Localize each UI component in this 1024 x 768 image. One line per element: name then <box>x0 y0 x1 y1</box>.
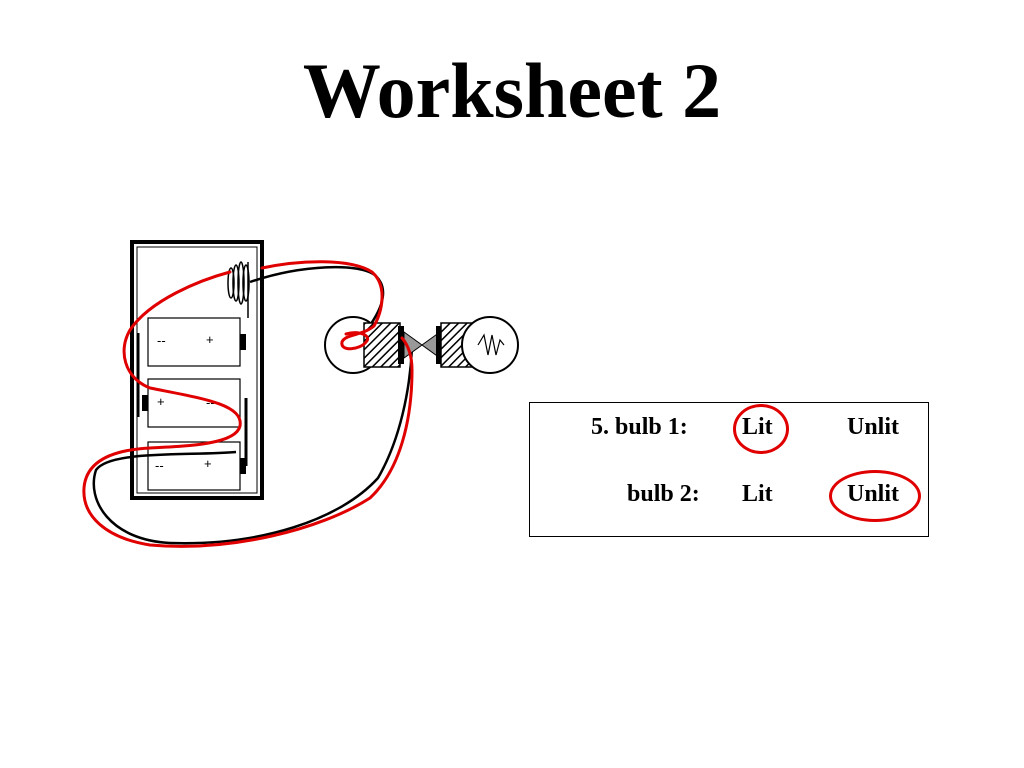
drawn-wires <box>82 260 414 548</box>
bulb-2 <box>421 316 519 374</box>
battery-1-right-terminal: + <box>206 332 214 347</box>
battery-3-left-terminal: -- <box>155 458 164 473</box>
battery-3: -- + <box>147 441 246 491</box>
bulb-1-label: 5. bulb 1: <box>591 414 688 440</box>
spring-contact <box>227 261 250 318</box>
bulb-2-answer-circle <box>829 470 921 522</box>
bulb-1-unlit-option[interactable]: Unlit <box>847 414 900 440</box>
battery-1: -- + <box>147 317 246 367</box>
page-title: Worksheet 2 <box>302 47 722 134</box>
bulb-1-answer-circle <box>733 404 789 454</box>
bulb-2-label: bulb 2: <box>627 481 700 507</box>
battery-connectors <box>136 333 248 466</box>
battery-1-left-terminal: -- <box>157 333 166 348</box>
bulb-2-lit-option[interactable]: Lit <box>742 481 773 507</box>
battery-2: + -- <box>142 378 241 428</box>
battery-3-right-terminal: + <box>204 456 212 471</box>
battery-2-left-terminal: + <box>157 394 165 409</box>
